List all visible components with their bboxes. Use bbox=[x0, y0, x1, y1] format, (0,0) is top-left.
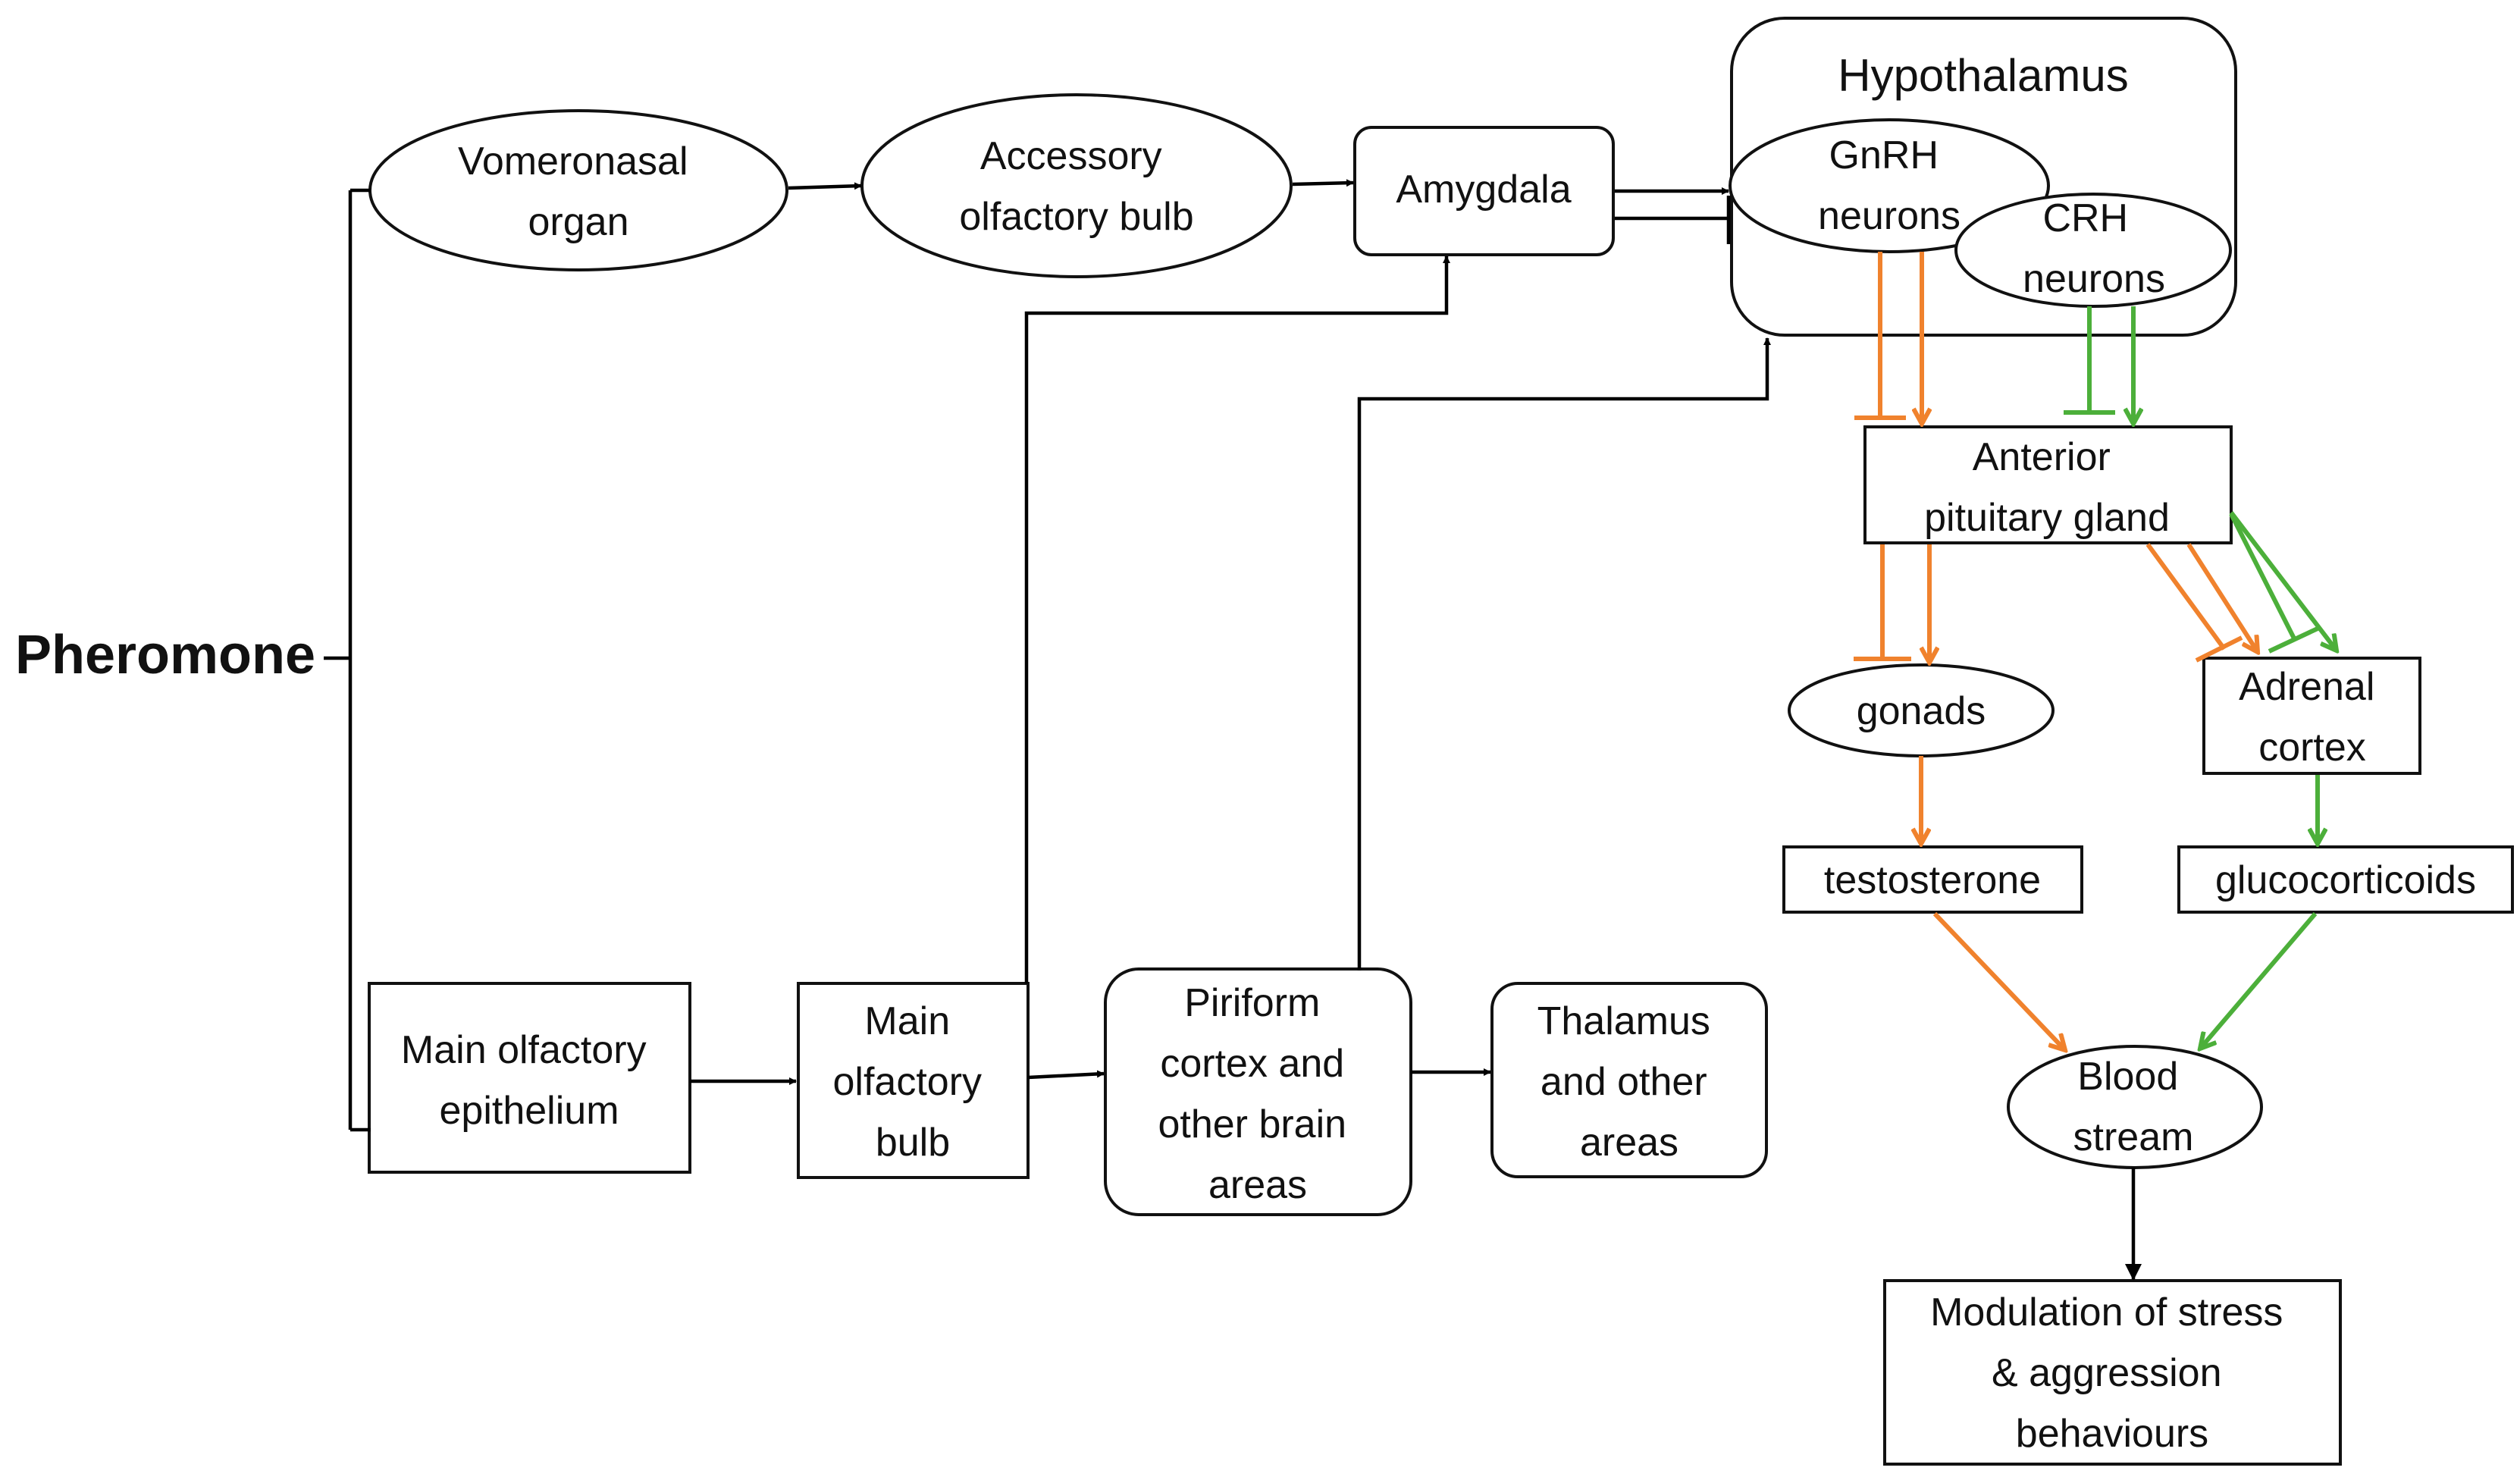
gonads-label: gonads bbox=[1857, 689, 1986, 733]
gnrh-neurons-label: GnRH neurons bbox=[1818, 133, 1961, 238]
accessory-olfactory-bulb-label: Accessory olfactory bulb bbox=[959, 134, 1193, 239]
hypothalamus-label: Hypothalamus bbox=[1838, 50, 2129, 101]
modulation-node bbox=[1883, 1279, 2342, 1466]
testosterone-node bbox=[1782, 845, 2083, 914]
vomeronasal-organ-label: Vomeronasal organ bbox=[458, 140, 699, 244]
testosterone-arrow-blood bbox=[1932, 911, 2065, 1050]
accessory-olfactory-bulb-node bbox=[860, 93, 1293, 278]
amygdala-label: Amygdala bbox=[1396, 168, 1571, 212]
pheromone-branch-bracket bbox=[324, 188, 371, 1132]
pituitary-inhibit-adrenal-green bbox=[2229, 513, 2296, 640]
pheromone-label: Pheromone bbox=[15, 625, 315, 685]
blood-stream-label: Blood stream bbox=[2073, 1055, 2194, 1159]
crh-neurons-label: CRH neurons bbox=[2023, 196, 2165, 301]
piriform-cortex-label: Piriform cortex and other brain areas bbox=[1158, 981, 1357, 1207]
vomeronasal-organ-node bbox=[368, 109, 788, 271]
piriform-cortex-node bbox=[1104, 967, 1412, 1216]
thalamus-node bbox=[1490, 982, 1768, 1178]
amygdala-node bbox=[1353, 126, 1615, 256]
arrow-vomeronasal-to-accessory bbox=[788, 182, 862, 190]
arrow-piriform-to-hypothalamus bbox=[1357, 337, 1771, 971]
pituitary-inhibit-adrenal-orange-bar bbox=[2195, 635, 2243, 663]
main-olfactory-epithelium-node bbox=[368, 982, 691, 1174]
pituitary-arrow-adrenal-orange bbox=[2186, 543, 2258, 652]
main-olfactory-bulb-node bbox=[797, 982, 1030, 1179]
glucocorticoids-label: glucocorticoids bbox=[2215, 858, 2476, 902]
arrow-mob-to-piriform bbox=[1027, 1070, 1105, 1080]
pituitary-arrow-adrenal-green bbox=[2229, 511, 2337, 651]
gnrh-neurons-node bbox=[1729, 118, 2050, 253]
testosterone-label: testosterone bbox=[1824, 858, 2041, 902]
adrenal-cortex-node bbox=[2202, 657, 2421, 775]
pituitary-inhibit-adrenal-green-bar bbox=[2268, 626, 2319, 654]
arrow-accessory-to-amygdala bbox=[1292, 179, 1354, 187]
anterior-pituitary-node bbox=[1863, 425, 2233, 544]
arrow-mob-to-amygdala bbox=[1024, 256, 1450, 983]
modulation-label: Modulation of stress & aggression behavi… bbox=[1930, 1290, 2294, 1456]
pituitary-inhibit-adrenal-orange bbox=[2145, 543, 2227, 651]
adrenal-cortex-label: Adrenal cortex bbox=[2239, 665, 2386, 770]
glucocorticoids-arrow-blood bbox=[2200, 912, 2318, 1049]
crh-neurons-node bbox=[1954, 193, 2232, 308]
anterior-pituitary-label: Anterior pituitary gland bbox=[1924, 435, 2170, 540]
glucocorticoids-node bbox=[2177, 845, 2514, 914]
main-olfactory-epithelium-label: Main olfactory epithelium bbox=[401, 1028, 657, 1133]
main-olfactory-bulb-label: Main olfactory bulb bbox=[833, 999, 993, 1165]
thalamus-label: Thalamus and other areas bbox=[1537, 999, 1722, 1165]
